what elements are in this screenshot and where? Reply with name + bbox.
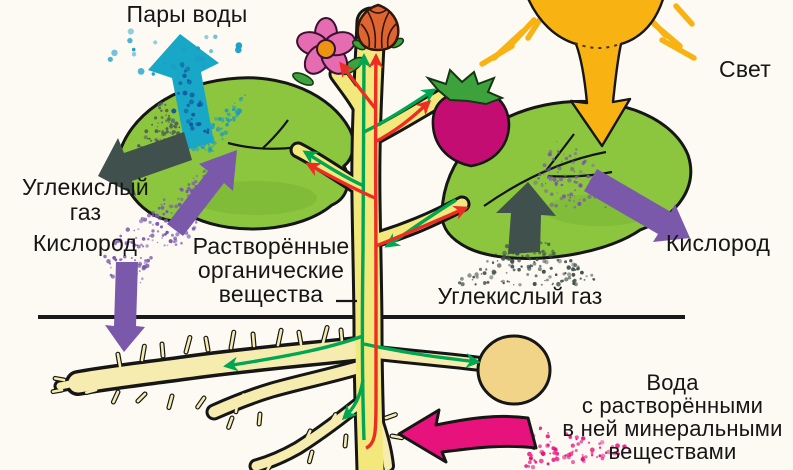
water-droplets <box>107 28 243 76</box>
organic-substances-flow-arrows <box>223 53 481 441</box>
co2-out-arrow-left <box>98 132 192 196</box>
label-oxygen-left: Кислород <box>32 230 138 256</box>
label-water-minerals: Вода с растворёнными в ней минеральными … <box>562 370 783 464</box>
water-vapor-arrow-dots <box>170 62 210 134</box>
flower-bud <box>351 3 405 52</box>
water-flow-arrows <box>305 53 469 450</box>
root-tuber <box>476 334 552 406</box>
water-minerals-arrow <box>397 408 538 464</box>
label-water-vapor: Пары воды <box>126 1 248 27</box>
o2-down-arrow-left <box>105 262 145 352</box>
label-dissolved-organics: Растворённые органические вещества <box>192 233 350 307</box>
sun-light-arrow <box>527 0 664 148</box>
o2-in-arrow-left <box>167 150 237 236</box>
label-co2-left: Углекислый газ <box>22 174 149 225</box>
o2-out-arrow-right <box>584 169 690 242</box>
fruit-strawberry <box>424 68 511 168</box>
label-co2-right: Углекислый газ <box>437 283 603 309</box>
label-light: Свет <box>719 56 771 82</box>
co2-in-arrow-right <box>496 182 556 254</box>
label-oxygen-right: Кислород <box>665 230 771 256</box>
